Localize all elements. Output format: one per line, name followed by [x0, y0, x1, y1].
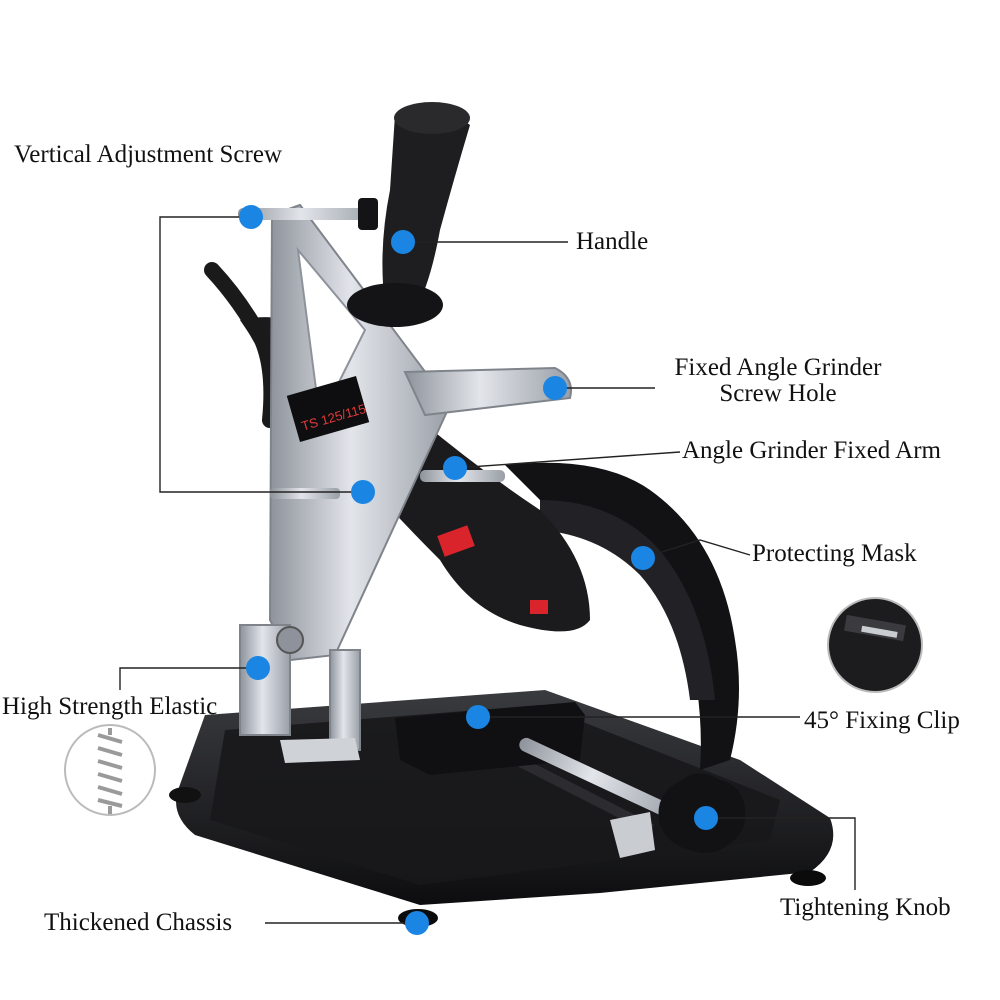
clip-detail-icon	[844, 614, 906, 642]
bullet-dot-icon	[466, 705, 490, 729]
grinder-red-switch	[437, 525, 475, 557]
pivot-bolt	[276, 626, 304, 654]
label-fixed-arm: Angle Grinder Fixed Arm	[682, 437, 941, 464]
power-cable	[204, 262, 280, 428]
protecting-mask	[505, 462, 739, 770]
clip-inset-circle	[827, 597, 923, 693]
label-handle: Handle	[576, 228, 649, 255]
label-fixed-screw-hole: Fixed Angle Grinder Screw Hole	[656, 355, 900, 407]
label-fixing-clip: 45° Fixing Clip	[804, 707, 960, 734]
pivot-bracket-right	[329, 649, 361, 751]
chassis-foot-left	[169, 787, 201, 803]
handle-top-ring	[394, 102, 470, 134]
frame-cutout	[296, 246, 367, 424]
bullet-dot-icon	[443, 456, 467, 480]
vertical-screw-rod	[238, 208, 378, 220]
label-vertical-adjustment-screw: Vertical Adjustment Screw	[14, 141, 282, 168]
label-fixed-screw-hole-line1: Fixed Angle Grinder	[674, 354, 882, 381]
vertical-screw-cap	[358, 198, 378, 230]
bullet-dot-icon	[239, 205, 263, 229]
leader-lines	[119, 216, 856, 924]
mount-rail	[280, 738, 360, 763]
bullet-dot-icon	[631, 546, 655, 570]
grinder-red-button	[530, 600, 548, 614]
spring-icon	[97, 728, 123, 814]
bullet-dot-icon	[391, 230, 415, 254]
bullet-dot-icon	[694, 806, 718, 830]
label-protecting-mask: Protecting Mask	[752, 540, 917, 567]
frame-label-plate	[286, 376, 370, 442]
label-thickened-chassis: Thickened Chassis	[44, 909, 233, 936]
clip-bracket	[610, 812, 655, 858]
handle-grip	[382, 107, 470, 310]
fixed-arm	[403, 366, 572, 417]
bullet-dot-icon	[405, 911, 429, 935]
bullet-dot-icon	[543, 376, 567, 400]
label-tightening-knob: Tightening Knob	[780, 894, 951, 921]
label-fixed-screw-hole-line2: Screw Hole	[719, 380, 837, 407]
handle-guard	[347, 283, 443, 327]
lower-screw	[270, 488, 340, 499]
spring-inset-circle	[64, 724, 156, 816]
chassis-foot-right	[790, 870, 826, 886]
base-slot	[515, 756, 655, 834]
bullet-dot-icon	[246, 656, 270, 680]
mask-face	[540, 500, 715, 700]
label-high-strength-elastic: High Strength Elastic	[2, 693, 218, 720]
vise-rod	[519, 737, 680, 820]
bullet-dot-icon	[351, 480, 375, 504]
bullet-dots	[239, 205, 718, 935]
